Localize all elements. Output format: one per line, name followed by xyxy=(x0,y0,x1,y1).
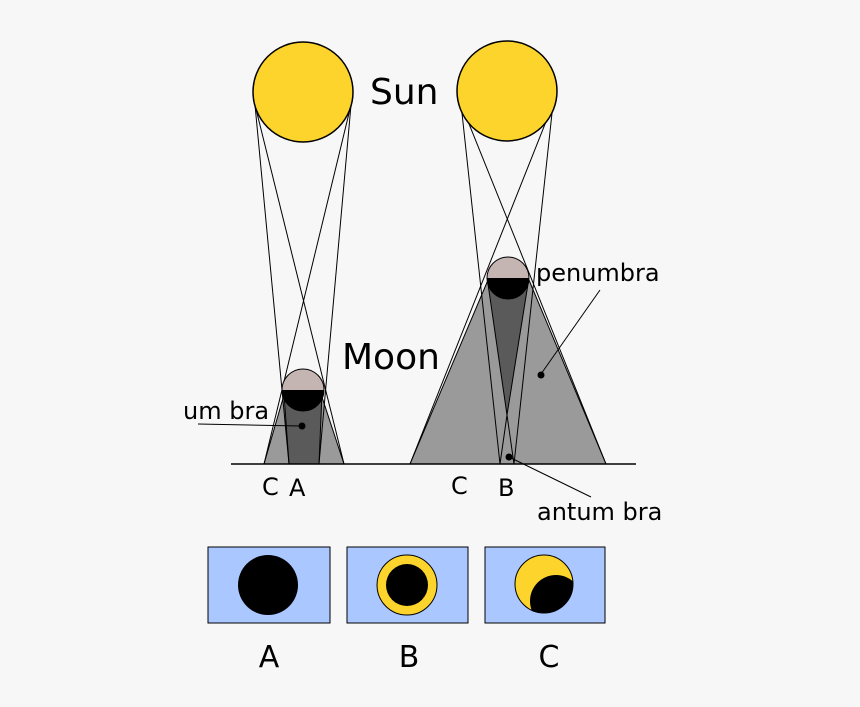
annular-eclipse-disc xyxy=(386,564,428,606)
sun-rays-left xyxy=(254,104,352,465)
annular-eclipse-geometry xyxy=(409,40,607,465)
location-c-left: C xyxy=(262,473,279,501)
moon-right xyxy=(486,256,530,300)
partial-eclipse-disc xyxy=(530,575,573,613)
antumbra-label: antum bra xyxy=(537,498,662,526)
panel-c xyxy=(484,546,606,624)
panel-b-caption: B xyxy=(399,640,420,675)
panel-c-caption: C xyxy=(539,640,560,675)
sun-right xyxy=(456,40,558,142)
moon-left xyxy=(281,368,325,412)
sun-label: Sun xyxy=(370,72,438,113)
penumbra-label: penumbra xyxy=(536,259,660,287)
panel-b xyxy=(346,546,469,624)
panel-a-caption: A xyxy=(259,640,280,675)
penumbra-marker-dot xyxy=(537,371,545,379)
total-eclipse-disc xyxy=(238,555,298,615)
umbra-label: um bra xyxy=(183,397,269,425)
sun-left xyxy=(252,41,354,143)
moon-label: Moon xyxy=(342,337,440,378)
panel-a xyxy=(207,546,331,624)
antumbra-marker-dot xyxy=(505,453,513,461)
location-b: B xyxy=(498,474,514,502)
umbra-marker-dot xyxy=(298,422,306,430)
location-a: A xyxy=(289,474,306,502)
location-c-right: C xyxy=(451,472,468,500)
leader-lines xyxy=(197,289,601,498)
sun-rays-right xyxy=(409,103,607,465)
